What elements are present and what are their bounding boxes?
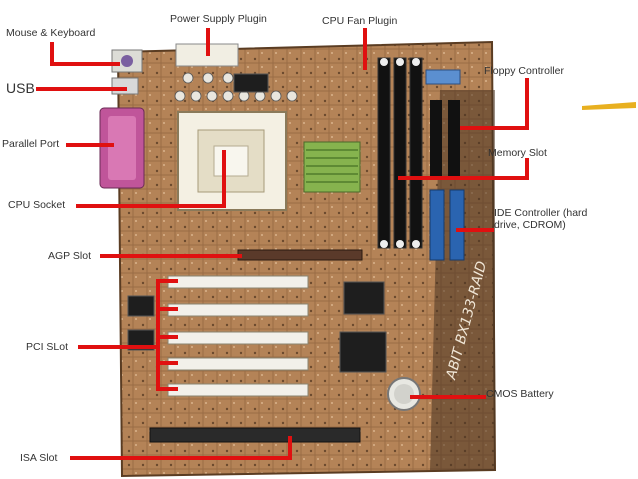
cpu-socket — [177, 111, 287, 211]
memory-slot-clips — [380, 58, 420, 248]
agp-slot — [237, 249, 363, 261]
cmos-battery — [387, 377, 421, 411]
ps2-ports — [111, 49, 143, 73]
pointer-cpu-socket — [76, 150, 226, 208]
label-agp-slot: AGP Slot — [48, 250, 91, 262]
label-parallel-port: Parallel Port — [2, 138, 60, 150]
label-cmos-battery: CMOS Battery — [486, 388, 554, 400]
pointer-floppy — [460, 78, 529, 130]
ide-connectors — [429, 189, 465, 261]
label-mouse-keyboard: Mouse & Keyboard — [6, 27, 96, 39]
usb-ports — [111, 77, 139, 95]
label-power-supply-plugin: Power Supply Plugin — [170, 13, 267, 25]
label-usb: USB — [6, 80, 35, 96]
pointer-lines — [36, 28, 529, 460]
extra-slots-black — [430, 100, 460, 180]
label-floppy-controller: Floppy Controller — [484, 65, 564, 77]
isa-slot — [149, 427, 361, 443]
northbridge-heatsink — [303, 141, 361, 193]
memory-slots — [377, 57, 423, 249]
label-ide-controller: IDE Controller (hard drive, CDROM) — [494, 207, 588, 232]
pointer-memory-slot — [398, 158, 529, 180]
label-memory-slot: Memory Slot — [488, 147, 547, 159]
pci-slots — [167, 275, 309, 397]
label-pci-slot: PCI SLot — [26, 341, 69, 353]
label-cpu-fan-plugin: CPU Fan Plugin — [322, 15, 398, 27]
floppy-connector — [425, 69, 461, 85]
pointer-mouse-keyboard — [50, 42, 120, 66]
label-cpu-socket: CPU Socket — [8, 199, 66, 211]
parallel-port — [99, 107, 145, 189]
label-isa-slot: ISA Slot — [20, 452, 58, 464]
capacitors — [174, 72, 298, 102]
pointer-isa-slot — [70, 436, 292, 460]
highlight-arrow — [582, 102, 636, 110]
